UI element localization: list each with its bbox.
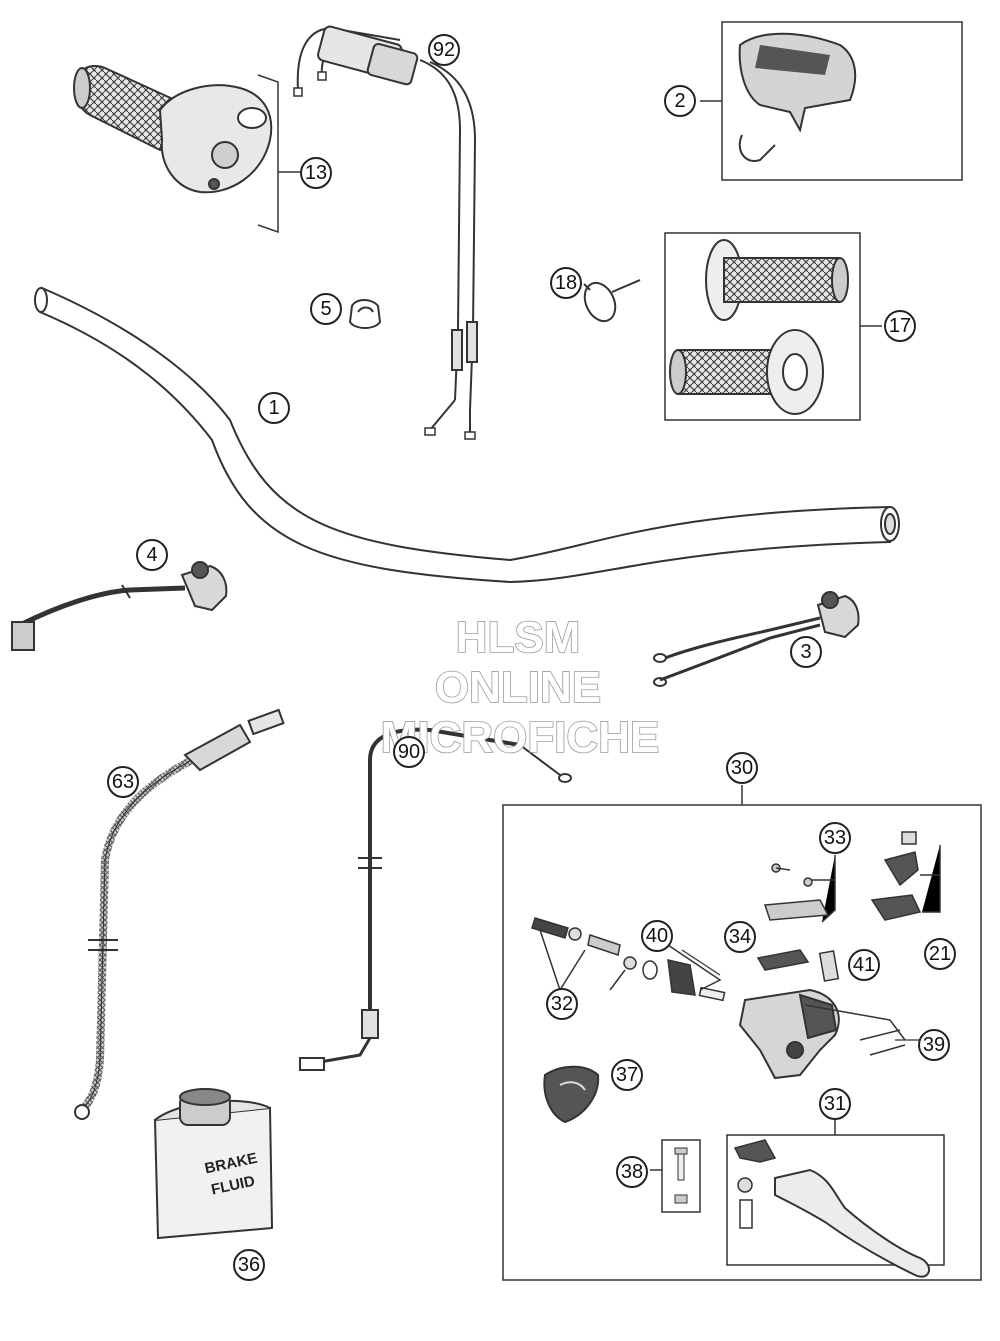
reservoir-cover-parts (763, 855, 836, 923)
callout-32: 32 (546, 988, 578, 1020)
master-cylinder-box (502, 785, 982, 1281)
callout-3-label: 3 (800, 641, 811, 663)
diaphragm (756, 949, 810, 971)
callout-63-label: 63 (112, 771, 134, 793)
callout-41-label: 41 (853, 954, 875, 976)
clutch-cable (299, 727, 572, 1071)
callout-38: 38 (616, 1156, 648, 1188)
callout-17: 17 (884, 310, 916, 342)
callout-17-label: 17 (889, 315, 911, 337)
watermark-line1: HLSM (456, 613, 581, 662)
callout-33-label: 33 (824, 827, 846, 849)
callout-2-label: 2 (674, 90, 685, 112)
pivot-pin-box (650, 1139, 701, 1213)
callout-21-label: 21 (929, 943, 951, 965)
switch-left (11, 561, 228, 651)
brake-hose (74, 708, 285, 1120)
callout-92-label: 92 (433, 39, 455, 61)
callout-38-label: 38 (621, 1161, 643, 1183)
cable-tie (583, 279, 641, 323)
callout-34-label: 34 (729, 926, 751, 948)
callouts: 92 2 13 18 17 5 1 4 3 63 90 30 33 21 40 … (107, 34, 956, 1281)
callout-5: 5 (310, 293, 342, 325)
leader-lines (681, 949, 920, 1041)
handlebar (34, 286, 900, 584)
callout-39-label: 39 (923, 1034, 945, 1056)
master-cylinder-body (738, 988, 906, 1080)
clip (348, 299, 382, 329)
callout-18-label: 18 (555, 272, 577, 294)
callout-90-label: 90 (398, 741, 420, 763)
callout-18: 18 (550, 267, 582, 299)
callout-4: 4 (136, 539, 168, 571)
callout-13: 13 (300, 157, 332, 189)
bleeder-cap (818, 950, 840, 982)
throttle-cable-ends (293, 71, 476, 440)
lever-protector (543, 1065, 600, 1124)
callout-63: 63 (107, 766, 139, 798)
callout-31: 31 (819, 1088, 851, 1120)
lever-adjuster-parts (870, 831, 941, 921)
callout-2: 2 (664, 85, 696, 117)
switch-right (653, 591, 860, 687)
callout-13-label: 13 (305, 162, 327, 184)
callout-37-label: 37 (616, 1064, 638, 1086)
callout-1: 1 (258, 392, 290, 424)
callout-30: 30 (726, 752, 758, 784)
callout-21: 21 (924, 938, 956, 970)
callout-39: 39 (918, 1029, 950, 1061)
callout-36-label: 36 (238, 1254, 260, 1276)
callout-34: 34 (724, 921, 756, 953)
watermark-line2: ONLINE (435, 663, 601, 712)
callout-36: 36 (233, 1249, 265, 1281)
callout-30-label: 30 (731, 757, 753, 779)
callout-33: 33 (819, 822, 851, 854)
callout-4-label: 4 (146, 544, 157, 566)
throttle-grip-assembly (73, 65, 273, 194)
throttle-cables (296, 25, 478, 435)
callout-37: 37 (611, 1059, 643, 1091)
lever-kit-box (726, 1117, 945, 1278)
callout-1-label: 1 (268, 397, 279, 419)
brake-fluid-can (153, 1088, 274, 1240)
callout-41: 41 (848, 949, 880, 981)
watermark-line3: MICROFICHE (381, 713, 660, 762)
throttle-bracket-lines (257, 74, 300, 234)
handguard-box (700, 21, 963, 181)
piston-parts (531, 917, 726, 1002)
callout-40-label: 40 (646, 925, 668, 947)
callout-31-label: 31 (824, 1093, 846, 1115)
callout-90: 90 (393, 736, 425, 768)
callout-32-label: 32 (551, 993, 573, 1015)
callout-92: 92 (428, 34, 460, 66)
grips-box (664, 232, 882, 421)
callout-40: 40 (641, 920, 673, 952)
callout-5-label: 5 (320, 298, 331, 320)
callout-3: 3 (790, 636, 822, 668)
